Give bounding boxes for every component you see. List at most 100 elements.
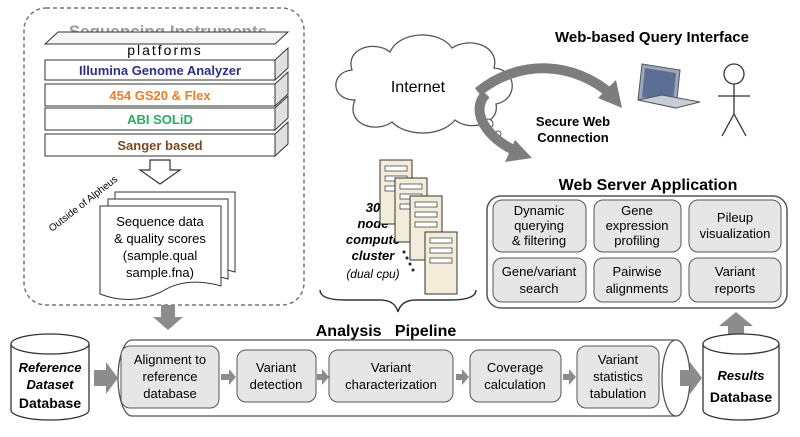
step-3-line-2: characterization [345, 377, 437, 392]
secure-line-1: Secure Web [536, 114, 610, 129]
pipeline-arrow-3 [456, 369, 469, 385]
pipeline-arrow-2 [317, 369, 329, 385]
ws-box-5-line-1: Pairwise [612, 264, 661, 279]
results-db-top [702, 333, 780, 355]
arrow-sequencing-to-pipeline [153, 305, 183, 330]
step-5-line-1: Variant [598, 352, 639, 367]
pipeline-title: Analysis Pipeline [316, 323, 457, 340]
internet-label: Internet [391, 79, 446, 96]
platform-layer-454: 454 GS20 & Flex [44, 70, 289, 108]
ws-box-variant-reports: Variant reports [688, 257, 782, 303]
arrow-pipeline-to-results [680, 362, 702, 394]
platform-layer-solid: ABI SOLiD [44, 94, 289, 132]
ws-box-1-line-1: Dynamic [514, 203, 565, 218]
document-line-2: & quality scores [114, 231, 206, 246]
ws-box-5-line-2: alignments [606, 281, 669, 296]
server-towers [379, 159, 458, 295]
reference-db-label: Database [19, 395, 81, 411]
reference-db-top [10, 333, 90, 355]
pipeline-arrow-4 [563, 369, 576, 385]
step-5-line-3: tabulation [590, 386, 646, 401]
pipeline-step-alignment: Alignment to reference database [120, 345, 220, 409]
step-4-line-2: calculation [484, 377, 545, 392]
arrow-reference-to-pipeline [94, 362, 118, 394]
ws-box-6-line-2: reports [715, 281, 756, 296]
ws-box-gene-variant-search: Gene/variant search [492, 257, 587, 303]
layer-454-label: 454 GS20 & Flex [109, 88, 211, 103]
server-tower-4 [424, 231, 458, 295]
cluster-line-3: compute [346, 232, 400, 247]
layer-solid-label: ABI SOLiD [127, 112, 193, 127]
ws-box-2-line-2: expression [606, 218, 669, 233]
pipeline-arrow-1 [221, 369, 236, 385]
arrow-results-to-webserver [719, 312, 753, 345]
secure-line-2: Connection [537, 130, 609, 145]
step-2-line-1: Variant [256, 360, 297, 375]
ws-box-gene-expression: Gene expression profiling [593, 199, 682, 253]
cluster-line-1: 30 [366, 200, 381, 215]
document-line-3: (sample.qual [123, 248, 198, 263]
web-server-panel: Web Server Application Dynamic querying … [486, 177, 788, 309]
curve-arrowhead-laptop [598, 80, 622, 108]
ws-box-6-line-1: Variant [715, 264, 756, 279]
ws-box-4-line-2: search [519, 281, 558, 296]
cloud-shape [335, 34, 513, 134]
layer-solid-side [274, 94, 289, 132]
step-5-line-2: statistics [593, 369, 643, 384]
cluster-line-4: cluster [352, 248, 396, 263]
results-db-body [702, 344, 780, 421]
reference-db-line-1: Reference [19, 360, 82, 375]
step-1-line-1: Alignment to [134, 352, 206, 367]
layer-sanger-label: Sanger based [117, 138, 202, 153]
ws-box-2-line-3: profiling [614, 233, 660, 248]
step-4-line-1: Coverage [487, 360, 543, 375]
cluster-brace [319, 289, 477, 313]
ws-box-1-line-2: querying [514, 218, 564, 233]
pipeline-step-coverage: Coverage calculation [469, 349, 562, 403]
results-db-label: Database [710, 389, 772, 405]
step-3-line-1: Variant [371, 360, 412, 375]
platforms-label: platforms [127, 42, 203, 58]
ws-box-2-line-1: Gene [621, 203, 653, 218]
web-query-title: Web-based Query Interface [555, 29, 749, 46]
person-icon [718, 63, 750, 137]
cluster-dots [402, 250, 415, 272]
pipeline-step-variant-detection: Variant detection [236, 349, 317, 403]
cluster-sub: (dual cpu) [346, 267, 399, 281]
document-stack: Sequence data & quality scores (sample.q… [99, 191, 236, 301]
curve-arrowhead-server [505, 140, 532, 162]
ws-box-pairwise: Pairwise alignments [593, 257, 682, 303]
reference-db-body [10, 344, 90, 421]
document-line-4: sample.fna) [126, 265, 194, 280]
document-front [99, 205, 222, 301]
layer-illumina-label: Illumina Genome Analyzer [79, 63, 241, 78]
pipeline-step-variant-characterization: Variant characterization [328, 349, 454, 403]
step-1-line-2: reference [143, 369, 198, 384]
results-db-line-1: Results [718, 368, 765, 383]
curve-arrow-to-server [474, 90, 521, 157]
document-line-1: Sequence data [116, 214, 204, 229]
step-2-line-2: detection [250, 377, 303, 392]
platform-layer-sanger: Sanger based [44, 120, 289, 158]
results-database: Results Database [702, 333, 780, 421]
laptop-icon [637, 63, 701, 109]
sequencing-down-arrow [138, 159, 182, 185]
ws-box-3-line-1: Pileup [717, 210, 753, 225]
web-connection-arrows [474, 63, 622, 162]
ws-box-4-line-1: Gene/variant [502, 264, 577, 279]
compute-cluster: 30 node compute cluster (dual cpu) [319, 159, 477, 313]
ws-box-3-line-2: visualization [700, 226, 771, 241]
layer-sanger-side [274, 120, 289, 158]
ws-box-pileup: Pileup visualization [688, 199, 782, 253]
sequencing-panel: Sequencing Instruments platforms Illumin… [23, 7, 305, 306]
reference-db-line-2: Dataset [27, 377, 75, 392]
stack-top-face [43, 31, 290, 45]
platform-layer-illumina: Illumina Genome Analyzer [44, 46, 289, 82]
layer-454-side [274, 70, 289, 108]
layer-illumina-side [274, 46, 289, 82]
platform-stack: platforms Illumina Genome Analyzer 454 G… [43, 31, 290, 158]
pipeline-step-statistics: Variant statistics tabulation [576, 345, 660, 409]
curve-arrow-to-laptop [474, 63, 616, 99]
